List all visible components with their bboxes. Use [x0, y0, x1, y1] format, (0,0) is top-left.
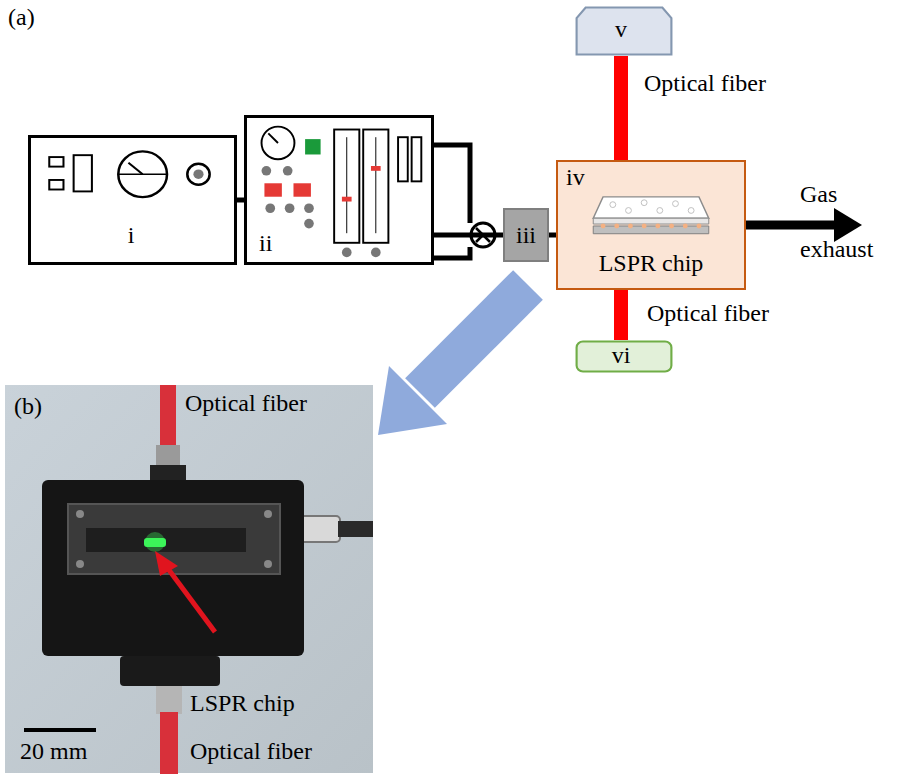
zoom-arrow — [378, 285, 528, 435]
panel-label: (a) — [8, 4, 35, 32]
light-source: v — [575, 6, 673, 56]
controller-box: ii — [244, 115, 434, 265]
edge-label: Optical fiber — [645, 300, 771, 328]
spectrometer: vi — [575, 340, 673, 373]
callout-number: ii — [259, 230, 272, 258]
panel-label: (b) — [14, 393, 42, 421]
valve-loop — [434, 145, 470, 258]
edge-label: Optical fiber — [642, 70, 768, 98]
callout-number: iii — [505, 222, 547, 250]
part-name: LSPR chip — [558, 250, 744, 278]
callout-number: v — [575, 16, 667, 44]
optical-fiber — [614, 290, 628, 340]
callout-number: vi — [575, 342, 667, 370]
callout-number: iv — [566, 164, 585, 192]
callout-number: i — [31, 222, 231, 250]
photo — [5, 385, 373, 774]
part-label: LSPR chip — [190, 690, 295, 718]
sensor-cell: ivLSPR chip — [556, 160, 746, 290]
scale-label: 20 mm — [20, 738, 87, 766]
filter-box: iii — [503, 208, 549, 262]
node-graphic — [247, 118, 431, 262]
gas-line — [549, 233, 556, 238]
device-box: i — [28, 135, 237, 265]
part-label: Optical fiber — [190, 738, 312, 766]
gas-line — [237, 198, 244, 203]
outlet-label: Gas exhaust — [800, 167, 896, 277]
part-label: Optical fiber — [185, 390, 307, 418]
optical-fiber — [614, 56, 628, 160]
gas-line — [434, 233, 503, 238]
